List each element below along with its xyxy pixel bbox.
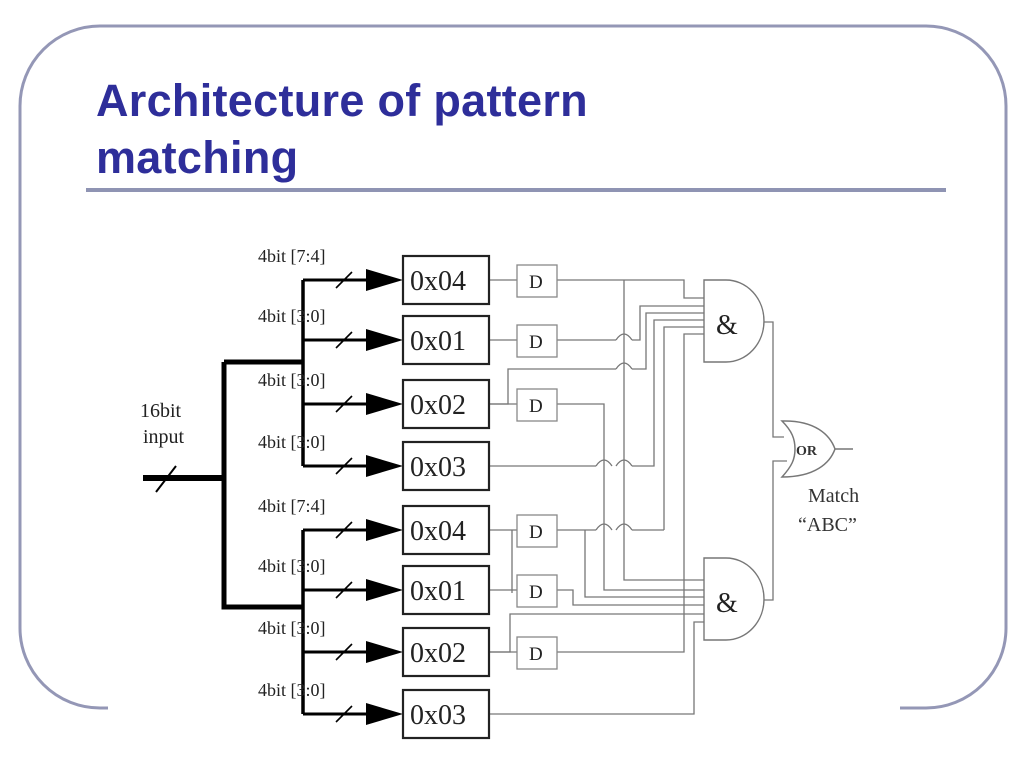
arrow-head-icon: [366, 393, 403, 415]
comparator-value: 0x02: [410, 638, 466, 669]
comparator-box: [401, 314, 491, 366]
wire: [557, 572, 685, 653]
comparator-box: [401, 440, 491, 492]
delay-register-label: D: [529, 522, 543, 543]
wire-crossover: [615, 459, 633, 467]
comparator-box: [401, 254, 491, 306]
bit-range-label: 4bit [3:0]: [258, 370, 326, 390]
bus-slash: [155, 465, 177, 493]
wire: [632, 312, 704, 370]
bit-range-label: 4bit [3:0]: [258, 618, 326, 638]
delay-register: [516, 388, 558, 422]
wire: [557, 589, 704, 606]
delay-register: [516, 636, 558, 670]
and-gate: [703, 557, 765, 641]
bit-width-slash: [335, 521, 353, 539]
wire: [623, 280, 704, 581]
arrow-head-icon: [366, 455, 403, 477]
or-gate-label: OR: [796, 444, 818, 459]
comparator-value: 0x03: [410, 452, 466, 483]
wire: [663, 326, 704, 530]
comparator-value: 0x02: [410, 390, 466, 421]
delay-register-label: D: [529, 582, 543, 603]
comparator-value: 0x04: [410, 516, 466, 547]
wire-crossover: [615, 362, 633, 370]
comparator-value: 0x04: [410, 266, 466, 297]
comparator-box: [401, 504, 491, 556]
bit-range-label: 4bit [3:0]: [258, 556, 326, 576]
wire: [489, 613, 704, 653]
wire: [489, 621, 704, 715]
arrow-head-icon: [366, 579, 403, 601]
bit-width-slash: [335, 395, 353, 413]
arrow-head-icon: [366, 641, 403, 663]
and-gate-label: &: [716, 310, 738, 341]
wire-crossover: [595, 523, 613, 531]
output-label-line2: “ABC”: [798, 514, 857, 536]
and-gate: [703, 279, 765, 363]
arrow-head-icon: [366, 519, 403, 541]
arrow-head-icon: [366, 703, 403, 725]
bit-range-label: 4bit [7:4]: [258, 496, 326, 516]
delay-register-label: D: [529, 644, 543, 665]
wire: [632, 319, 704, 467]
comparator-box: [401, 626, 491, 678]
title-divider: [86, 188, 946, 192]
comparator-value: 0x01: [410, 576, 466, 607]
delay-register: [516, 574, 558, 608]
wire: [557, 279, 704, 299]
comparator-value: 0x03: [410, 700, 466, 731]
and-gate-label: &: [716, 588, 738, 619]
wire-crossover: [595, 459, 613, 467]
arrow-head-icon: [366, 269, 403, 291]
bit-range-label: 4bit [3:0]: [258, 306, 326, 326]
comparator-box: [401, 564, 491, 616]
bit-width-slash: [335, 271, 353, 289]
delay-register-label: D: [529, 272, 543, 293]
bit-width-slash: [335, 331, 353, 349]
or-gate: [780, 420, 853, 478]
wire: [683, 333, 704, 572]
wire-crossover: [615, 333, 633, 341]
bit-range-label: 4bit [3:0]: [258, 680, 326, 700]
slide-title: Architecture of pattern matching: [96, 75, 588, 183]
bit-width-slash: [335, 643, 353, 661]
delay-register-label: D: [529, 332, 543, 353]
bit-width-slash: [335, 581, 353, 599]
arrow-head-icon: [366, 329, 403, 351]
delay-register: [516, 324, 558, 358]
comparator-box: [401, 688, 491, 740]
output-label-line1: Match: [808, 485, 859, 507]
delay-register: [516, 514, 558, 548]
delay-register-label: D: [529, 396, 543, 417]
input-label-line2: input: [143, 426, 185, 448]
bit-width-slash: [335, 457, 353, 475]
wire: [557, 403, 704, 591]
wires: [143, 278, 787, 716]
delay-register: [516, 264, 558, 298]
bit-width-slash: [335, 705, 353, 723]
bit-range-label: 4bit [7:4]: [258, 246, 326, 266]
wire: [632, 305, 704, 341]
bit-range-label: 4bit [3:0]: [258, 432, 326, 452]
wire: [221, 362, 303, 610]
comparator-value: 0x01: [410, 326, 466, 357]
wire: [489, 368, 616, 405]
comparator-box: [401, 378, 491, 430]
wire: [584, 530, 704, 598]
input-label-line1: 16bit: [140, 400, 182, 422]
wire-crossover: [615, 523, 633, 531]
